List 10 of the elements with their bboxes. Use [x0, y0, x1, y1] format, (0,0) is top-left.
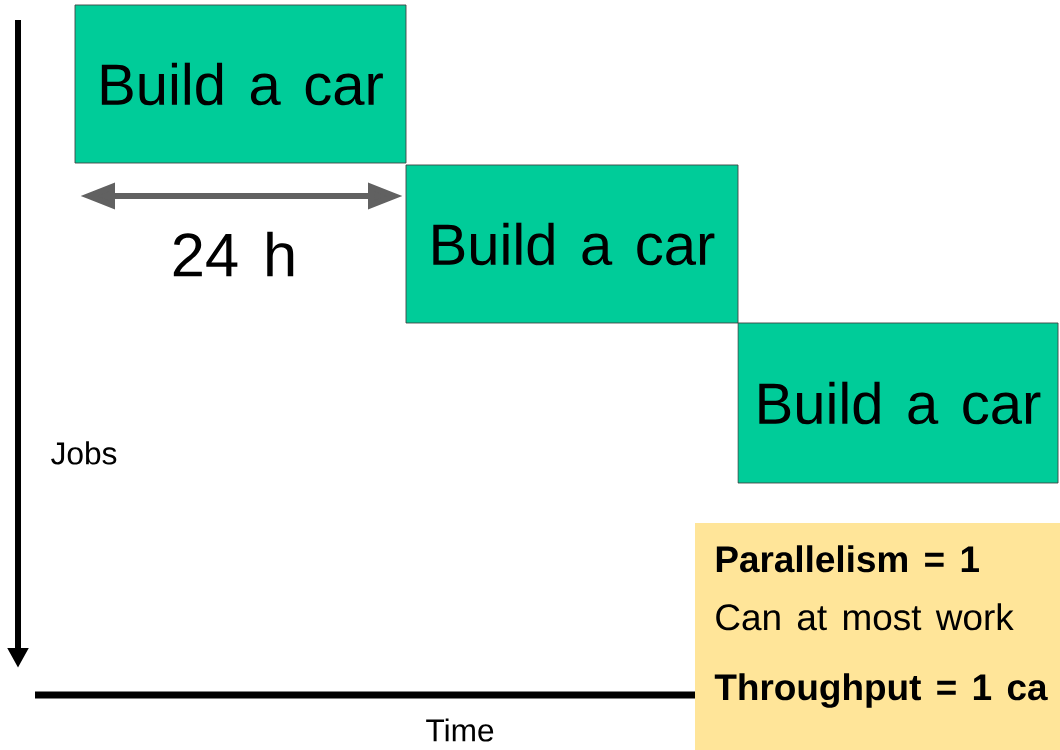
axis-label: Time: [426, 718, 494, 742]
dimension-label: 24 h: [173, 231, 294, 277]
task-box: Build a car: [405, 164, 739, 324]
note-box: [695, 523, 1060, 750]
task-box: Build a car: [74, 4, 407, 164]
note-heading: Parallelism = 1: [716, 545, 979, 573]
axis-label: Jobs: [51, 441, 117, 465]
note-heading: Throughput = 1 ca: [714, 673, 1048, 708]
note-text: Can at most work: [716, 603, 1014, 631]
task-box: Build a car: [737, 322, 1059, 484]
